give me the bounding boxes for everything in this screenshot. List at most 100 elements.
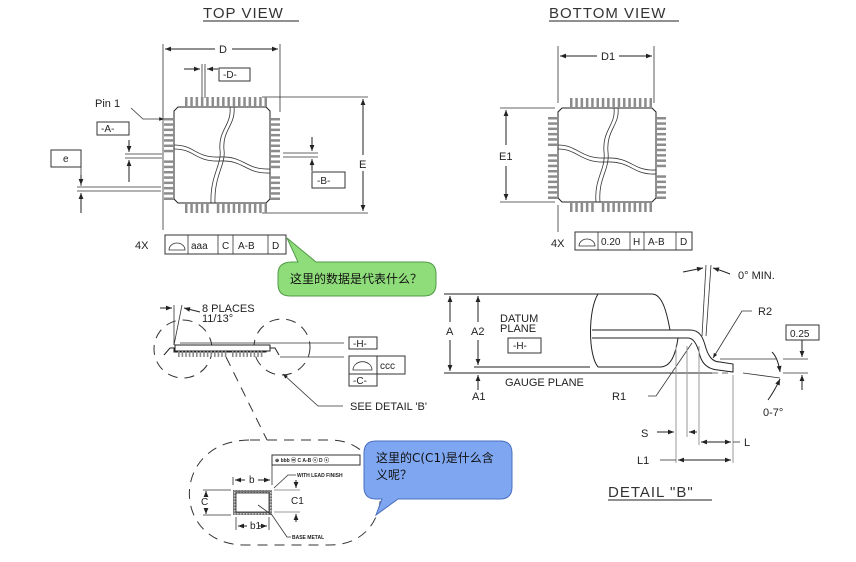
pin	[178, 351, 180, 357]
pin	[612, 202, 615, 212]
foot-angle-label: 0-7°	[763, 407, 783, 419]
pin	[656, 196, 666, 199]
datum-plane-label-1: DATUM	[500, 313, 538, 325]
pin	[548, 196, 558, 199]
pin	[601, 98, 605, 108]
pin	[164, 149, 174, 153]
pin	[253, 97, 257, 107]
fcf-datum-1: H	[633, 237, 640, 248]
pin	[644, 202, 647, 212]
section-leader	[225, 356, 268, 441]
base-metal-label: BASE METAL	[292, 535, 324, 541]
pin	[270, 128, 280, 132]
lead-profile	[592, 329, 734, 373]
pin	[190, 203, 193, 213]
pin	[195, 203, 199, 213]
annotation-text: 这里的C(C1)是什么含义呢？	[376, 451, 494, 482]
annotation-bubble-blue[interactable]: 这里的C(C1)是什么含义呢？	[363, 440, 513, 517]
dim-E-label: E	[359, 159, 366, 171]
pin	[206, 97, 209, 107]
fcf-tolerance: aaa	[191, 241, 208, 252]
section-fcf: ⊕ bbb ⓜ C A-B ⓢ D ⓢ	[275, 457, 329, 464]
datum-D-box	[218, 67, 251, 82]
pin	[264, 97, 267, 107]
pin	[246, 351, 248, 357]
pin	[633, 98, 637, 108]
coplanarity-symbol-box	[348, 355, 378, 375]
base-metal-leader	[257, 504, 291, 538]
pin	[259, 97, 262, 107]
pin	[548, 143, 558, 146]
dim-b1-label: b1	[250, 521, 262, 532]
pin	[656, 132, 666, 136]
pin	[243, 203, 246, 213]
pin	[623, 202, 626, 212]
pin	[210, 351, 212, 357]
pin	[656, 127, 666, 131]
detail-b-title: DETAIL "B"	[608, 484, 694, 501]
callout-shape	[277, 237, 437, 297]
bottom-view-title: BOTTOM VIEW	[549, 5, 666, 22]
dim-A1-label: A1	[472, 391, 485, 403]
top-view-title: TOP VIEW	[203, 5, 284, 22]
dim-c-label: C	[201, 497, 208, 508]
dim-L-label: L	[744, 437, 750, 449]
pin	[270, 160, 280, 163]
pin	[548, 117, 558, 120]
dim-A-label: A	[446, 326, 454, 338]
fcf-datum-1: C	[222, 241, 229, 252]
pin	[270, 181, 280, 185]
pin	[232, 203, 236, 213]
dim-S-label: S	[641, 428, 648, 440]
pin	[656, 191, 666, 194]
pin	[656, 159, 666, 162]
side-view: 8 PLACES 11/13° -H- ccc -C- SEE DETAIL '…	[153, 303, 427, 441]
pin	[548, 127, 558, 131]
dim-E1-label: E1	[499, 151, 512, 163]
pin	[638, 98, 642, 108]
fcf-datum-3: D	[272, 241, 279, 252]
pin	[638, 202, 642, 212]
pin	[270, 133, 280, 137]
datum-B-label: -B-	[317, 176, 330, 187]
angle-value-label: 11/13°	[202, 313, 233, 325]
pin	[164, 176, 174, 179]
pin	[253, 351, 256, 357]
pin	[575, 202, 578, 212]
annotation-bubble-green[interactable]: 这里的数据是代表什么？	[277, 237, 437, 297]
callout-shape	[363, 440, 513, 517]
dim-D1-label: D1	[601, 51, 615, 63]
pin	[164, 133, 174, 137]
pin	[601, 202, 605, 212]
detail-b: A A2 A1 DATUM PLANE -H- GAUGE PLANE 0° M…	[444, 264, 820, 501]
fcf-datum-3: D	[680, 237, 687, 248]
pin	[164, 118, 174, 121]
fcf-tolerance: 0.20	[601, 237, 621, 248]
pin	[164, 181, 174, 185]
pin	[264, 203, 267, 213]
pin	[580, 202, 584, 212]
pin	[270, 155, 280, 158]
pin	[185, 351, 187, 357]
datum-H-box	[507, 337, 542, 354]
pin	[253, 203, 257, 213]
fcf-datum-2: A-B	[238, 241, 255, 252]
break-line	[214, 106, 235, 204]
break-line	[557, 148, 657, 175]
pin	[548, 122, 558, 125]
extension-line	[173, 304, 183, 346]
pin	[164, 128, 174, 132]
fcf-datum-2: A-B	[648, 237, 665, 248]
package-side	[174, 344, 271, 352]
pin	[195, 97, 199, 107]
see-detail-label: SEE DETAIL 'B'	[350, 401, 427, 413]
see-detail-leader	[282, 373, 343, 407]
pin	[656, 117, 666, 120]
package-body	[173, 106, 271, 204]
pin	[232, 97, 236, 107]
pin	[164, 144, 174, 147]
pin	[227, 203, 230, 213]
angle-line	[705, 264, 712, 337]
break-line	[590, 293, 599, 368]
feature-control-frame-top: aaa C A-B D	[164, 234, 287, 255]
